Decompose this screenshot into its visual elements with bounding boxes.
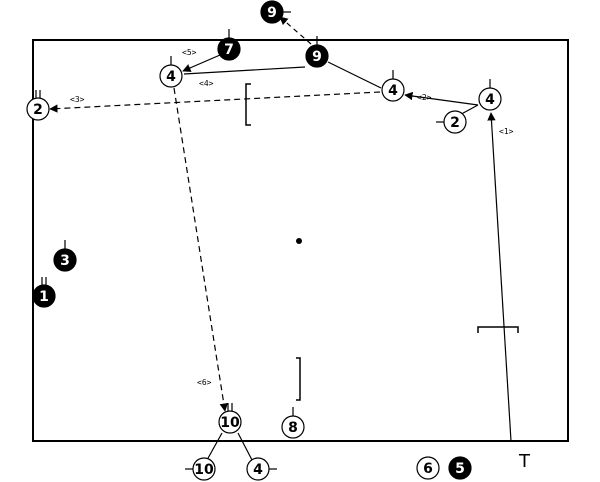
player-circle (281, 415, 305, 439)
step-label-6: <6> (197, 378, 212, 387)
player-number: 4 (485, 92, 495, 108)
player-4-marker: 4 (478, 79, 502, 111)
path-step-6 (173, 87, 228, 412)
player-number: 3 (60, 253, 70, 269)
center-dot (296, 238, 302, 244)
path-9-to-4 (327, 61, 382, 89)
player-number: 7 (224, 42, 234, 58)
player-circle (260, 0, 284, 24)
player-number: 9 (267, 5, 277, 21)
player-circle (218, 410, 242, 434)
player-number: 10 (194, 462, 214, 478)
player-number: 4 (253, 462, 263, 478)
player-number: 9 (312, 49, 322, 65)
step-label-3: <3> (70, 95, 85, 104)
path-step-5 (182, 54, 221, 72)
path-step-2 (404, 91, 479, 106)
path-10-to-4 (237, 432, 253, 461)
step-label-5: <5> (182, 48, 197, 57)
player-number: 6 (423, 461, 433, 477)
player-circle (159, 64, 183, 88)
player-2-marker: 2 (26, 90, 50, 121)
player-1-marker: 1 (32, 277, 56, 308)
player-number: 8 (288, 420, 298, 436)
player-circle (305, 44, 329, 68)
court-boundary (32, 39, 569, 442)
step-label-2: <2> (417, 93, 432, 102)
player-9-marker: 9 (260, 0, 291, 24)
player-8-marker: 8 (281, 407, 305, 439)
bracket-right (477, 326, 519, 333)
player-4-marker: 4 (159, 56, 183, 88)
player-10-marker: 10 (185, 457, 216, 481)
player-circle (192, 457, 216, 481)
path-step-1 (487, 112, 512, 442)
player-4-marker: 4 (246, 457, 277, 481)
player-circle (246, 457, 270, 481)
marker-t: T (518, 451, 531, 472)
player-6-marker: 6 (416, 456, 440, 480)
path-step-4 (183, 66, 306, 75)
player-10-marker: 10 (218, 403, 242, 434)
player-7-marker: 7 (217, 29, 241, 61)
path-step-3 (49, 91, 381, 113)
player-4-marker: 4 (381, 70, 405, 102)
bracket-lower (296, 357, 301, 401)
player-number: 10 (220, 415, 240, 431)
step-label-4: <4> (199, 79, 214, 88)
bracket-upper (245, 83, 251, 126)
player-circle (478, 87, 502, 111)
path-9-out (279, 16, 312, 45)
player-number: 4 (166, 69, 176, 85)
player-number: 4 (388, 83, 398, 99)
player-circle (443, 110, 467, 134)
players-layer: 1 3 5 6 7 8 9 9 2 2 4 4 4 4 10 10 (26, 0, 502, 481)
player-2-marker: 2 (436, 110, 467, 134)
player-number: 2 (450, 115, 460, 131)
player-number: 1 (39, 289, 49, 305)
player-5-marker: 5 (448, 456, 472, 480)
player-number: 2 (33, 102, 43, 118)
player-circle (26, 97, 50, 121)
player-9-marker: 9 (305, 36, 329, 68)
player-circle (448, 456, 472, 480)
step-label-1: <1> (499, 127, 514, 136)
path-10-to-10 (206, 432, 223, 461)
player-circle (32, 284, 56, 308)
player-circle (53, 248, 77, 272)
player-circle (217, 37, 241, 61)
player-number: 5 (455, 461, 465, 477)
player-3-marker: 3 (53, 240, 77, 272)
player-circle (381, 78, 405, 102)
player-circle (416, 456, 440, 480)
